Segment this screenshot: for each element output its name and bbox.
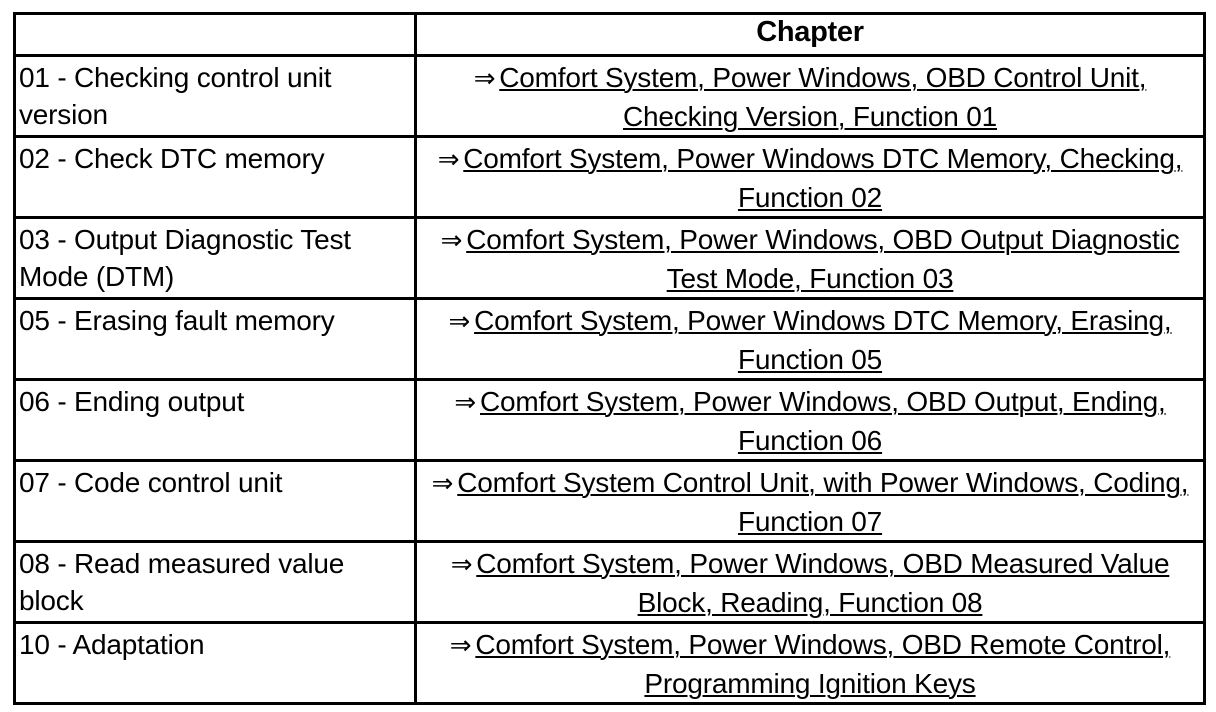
function-label: 10 - Adaptation (19, 629, 205, 660)
cell-function: 10 - Adaptation (13, 621, 417, 705)
chapter-link[interactable]: Comfort System, Power Windows DTC Memory… (463, 143, 1183, 213)
chapter-reference: ⇒Comfort System, Power Windows, OBD Meas… (417, 543, 1203, 621)
cell-chapter: ⇒Comfort System, Power Windows, OBD Outp… (414, 216, 1206, 300)
table-row: 10 - Adaptation ⇒Comfort System, Power W… (13, 621, 1206, 705)
double-arrow-icon: ⇒ (440, 226, 463, 256)
function-label: 07 - Code control unit (19, 467, 283, 498)
chapter-link[interactable]: Comfort System Control Unit, with Power … (457, 467, 1189, 537)
table-row: 02 - Check DTC memory ⇒Comfort System, P… (13, 135, 1206, 219)
function-label: 02 - Check DTC memory (19, 143, 325, 174)
cell-chapter: ⇒Comfort System Control Unit, with Power… (414, 459, 1206, 543)
cell-chapter: ⇒Comfort System, Power Windows DTC Memor… (414, 135, 1206, 219)
table-row: 01 - Checking control unit version ⇒Comf… (13, 54, 1206, 138)
double-arrow-icon: ⇒ (454, 388, 476, 418)
table-row: 06 - Ending output ⇒Comfort System, Powe… (13, 378, 1206, 462)
chapter-reference-table: Chapter 01 - Checking control unit versi… (13, 12, 1206, 705)
cell-function: 07 - Code control unit (13, 459, 417, 543)
table-row: 03 - Output Diagnostic Test Mode (DTM) ⇒… (13, 216, 1206, 300)
function-label: 06 - Ending output (19, 386, 245, 417)
cell-chapter: ⇒Comfort System, Power Windows DTC Memor… (414, 297, 1206, 381)
cell-function: 03 - Output Diagnostic Test Mode (DTM) (13, 216, 417, 300)
chapter-reference: ⇒Comfort System, Power Windows DTC Memor… (417, 300, 1203, 378)
cell-function: 06 - Ending output (13, 378, 417, 462)
function-label: 01 - Checking control unit version (19, 62, 332, 130)
chapter-link[interactable]: Comfort System, Power Windows, OBD Outpu… (466, 224, 1180, 294)
double-arrow-icon: ⇒ (448, 307, 471, 337)
double-arrow-icon: ⇒ (473, 64, 496, 94)
double-arrow-icon: ⇒ (450, 550, 473, 580)
chapter-reference: ⇒Comfort System, Power Windows DTC Memor… (417, 138, 1203, 216)
chapter-reference: ⇒Comfort System, Power Windows, OBD Outp… (417, 381, 1203, 459)
double-arrow-icon: ⇒ (437, 145, 460, 175)
chapter-reference: ⇒Comfort System Control Unit, with Power… (417, 462, 1203, 540)
chapter-link[interactable]: Comfort System, Power Windows DTC Memory… (474, 305, 1172, 375)
table-row: 07 - Code control unit ⇒Comfort System C… (13, 459, 1206, 543)
chapter-link[interactable]: Comfort System, Power Windows, OBD Outpu… (480, 386, 1166, 456)
column-header-function (13, 12, 417, 57)
cell-chapter: ⇒Comfort System, Power Windows, OBD Outp… (414, 378, 1206, 462)
cell-function: 08 - Read measured value block (13, 540, 417, 624)
function-label: 08 - Read measured value block (19, 548, 345, 616)
cell-function: 05 - Erasing fault memory (13, 297, 417, 381)
cell-function: 01 - Checking control unit version (13, 54, 417, 138)
chapter-link[interactable]: Comfort System, Power Windows, OBD Measu… (476, 548, 1170, 618)
cell-chapter: ⇒Comfort System, Power Windows, OBD Cont… (414, 54, 1206, 138)
chapter-reference: ⇒Comfort System, Power Windows, OBD Remo… (417, 624, 1203, 702)
table-row: 08 - Read measured value block ⇒Comfort … (13, 540, 1206, 624)
function-label: 03 - Output Diagnostic Test Mode (DTM) (19, 224, 351, 292)
double-arrow-icon: ⇒ (431, 469, 454, 499)
cell-chapter: ⇒Comfort System, Power Windows, OBD Meas… (414, 540, 1206, 624)
function-label: 05 - Erasing fault memory (19, 305, 335, 336)
chapter-reference: ⇒Comfort System, Power Windows, OBD Outp… (417, 219, 1203, 297)
column-header-chapter: Chapter (414, 12, 1206, 57)
chapter-reference: ⇒Comfort System, Power Windows, OBD Cont… (417, 57, 1203, 135)
double-arrow-icon: ⇒ (449, 631, 472, 661)
column-header-chapter-label: Chapter (756, 16, 864, 48)
cell-function: 02 - Check DTC memory (13, 135, 417, 219)
table-header-row: Chapter (13, 12, 1206, 57)
cell-chapter: ⇒Comfort System, Power Windows, OBD Remo… (414, 621, 1206, 705)
table-header: Chapter (13, 12, 1206, 57)
chapter-link[interactable]: Comfort System, Power Windows, OBD Contr… (499, 62, 1147, 132)
chapter-link[interactable]: Comfort System, Power Windows, OBD Remot… (475, 629, 1171, 699)
table-row: 05 - Erasing fault memory ⇒Comfort Syste… (13, 297, 1206, 381)
table-body: 01 - Checking control unit version ⇒Comf… (13, 54, 1206, 705)
